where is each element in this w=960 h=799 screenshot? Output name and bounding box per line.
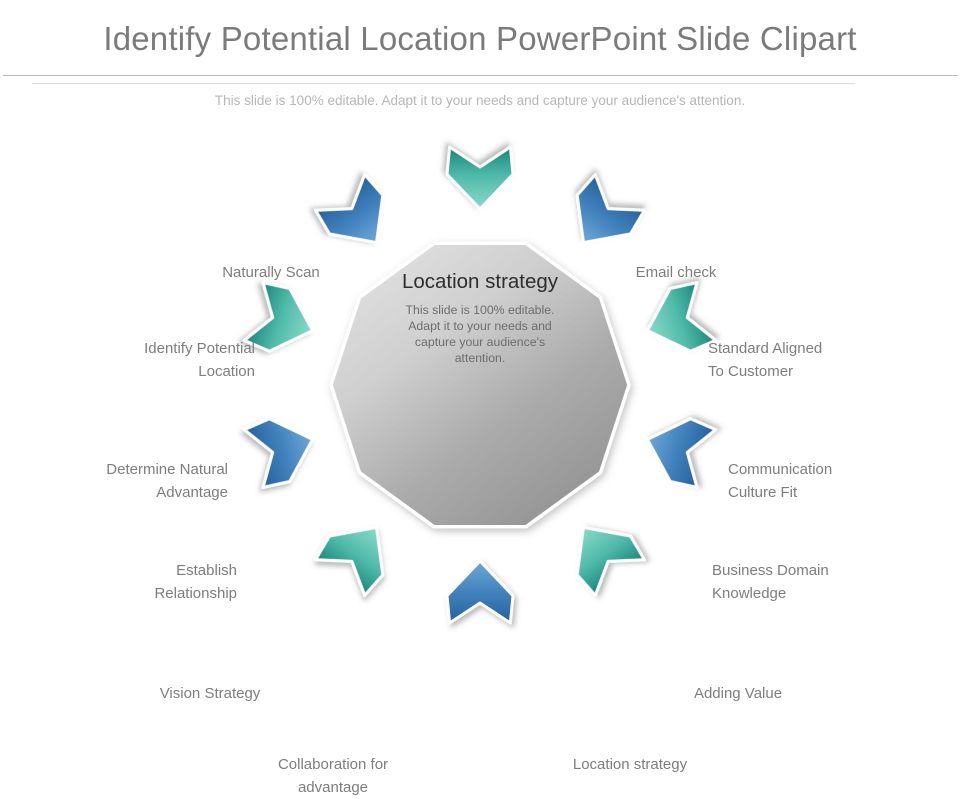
arrow-upper-left-shape <box>314 173 385 245</box>
arrow-bottom-right[interactable] <box>445 559 515 625</box>
page-subtitle: This slide is 100% editable. Adapt it to… <box>214 93 746 108</box>
arrow-lower-right-shape <box>575 525 646 597</box>
arrow-upper-right[interactable] <box>637 280 718 362</box>
arrow-right[interactable] <box>637 408 718 490</box>
spoke-label-determine-natural[interactable]: Determine Natural Advantage <box>106 461 228 501</box>
spoke-label-vision-strategy[interactable]: Vision Strategy <box>159 685 261 702</box>
arrow-bottom-left[interactable] <box>242 408 322 490</box>
spoke-label-identify-potential[interactable]: Identify Potential Location <box>144 340 255 380</box>
center-decagon[interactable] <box>329 241 631 529</box>
diagram-wheel: Location strategy This slide is 100% edi… <box>242 145 718 625</box>
arrow-bottom-center[interactable] <box>313 508 403 597</box>
spoke-label-adding-value[interactable]: Adding Value <box>693 685 783 702</box>
arrow-upper-left[interactable] <box>313 173 403 262</box>
spoke-label-location-strategy-out[interactable]: Location strategy <box>572 756 688 773</box>
spoke-label-standard-aligned[interactable]: Standard Aligned To Customer <box>708 340 823 380</box>
spoke-label-communication-culture[interactable]: Communication Culture Fit <box>728 461 833 501</box>
spoke-label-email-check[interactable]: Email check <box>635 264 717 281</box>
wheel-graphic <box>242 145 718 625</box>
spoke-label-collaboration[interactable]: Collaboration for advantage <box>277 756 389 796</box>
arrow-bottom-right-shape <box>445 559 515 625</box>
spoke-label-business-domain[interactable]: Business Domain Knowledge <box>712 562 829 602</box>
arrow-lower-right[interactable] <box>557 508 647 597</box>
arrow-upper-right-shape <box>645 281 718 353</box>
radial-arrow-diagram: Location strategy This slide is 100% edi… <box>0 120 960 796</box>
arrow-bottom-center-shape <box>314 525 385 597</box>
arrow-left[interactable] <box>242 280 322 362</box>
page-title: Identify Potential Location PowerPoint S… <box>103 20 857 57</box>
arrow-top-center-shape <box>445 145 515 211</box>
spoke-label-naturally-scan[interactable]: Naturally Scan <box>222 264 320 281</box>
arrow-layer <box>242 145 718 625</box>
arrow-top-right-shape <box>575 173 646 245</box>
header-divider-primary <box>3 75 958 76</box>
arrow-bottom-left-shape <box>242 417 315 489</box>
spoke-label-establish-relationship[interactable]: Establish Relationship <box>154 562 237 602</box>
arrow-top-right[interactable] <box>557 173 647 262</box>
header-divider-secondary <box>32 83 855 84</box>
arrow-right-shape <box>645 417 718 489</box>
arrow-top-center[interactable] <box>445 145 515 211</box>
arrow-left-shape <box>242 281 315 353</box>
